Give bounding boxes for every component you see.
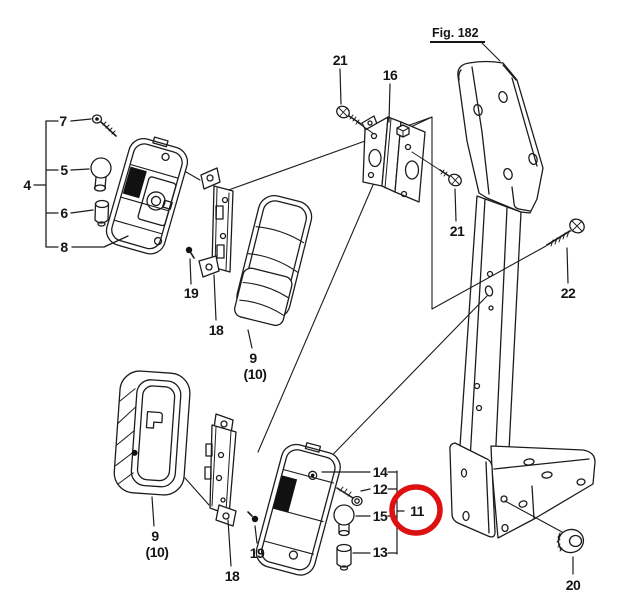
grommet-20 <box>556 528 585 554</box>
screw-19-top <box>185 246 195 259</box>
screw-7 <box>91 114 117 137</box>
mount-plate-18-bottom <box>204 413 237 527</box>
bolt-21-left <box>336 105 375 135</box>
bracket-16 <box>361 115 426 203</box>
bolt-22 <box>546 218 585 247</box>
bolt-21-right <box>411 151 462 187</box>
bulb-15 <box>333 504 355 537</box>
highlight-circle-11 <box>389 484 443 536</box>
lens-9-top <box>234 195 313 327</box>
figure-reference: Fig. 182 <box>430 26 485 43</box>
mount-plate-18-top <box>198 167 234 278</box>
stand-bracket-fig182 <box>449 60 596 539</box>
lamp-housing-14 <box>255 442 341 576</box>
leader-lamp9b-plate18b <box>184 477 210 506</box>
bulb-5 <box>90 157 112 192</box>
screw-12 <box>336 486 363 507</box>
bulb-6 <box>94 199 110 227</box>
lamp-housing-8 <box>105 136 189 255</box>
screw-19-bottom <box>247 511 259 523</box>
lamp-body-9-bottom <box>113 370 191 496</box>
bulb-13 <box>336 543 352 571</box>
group-brace-4 <box>33 118 129 248</box>
